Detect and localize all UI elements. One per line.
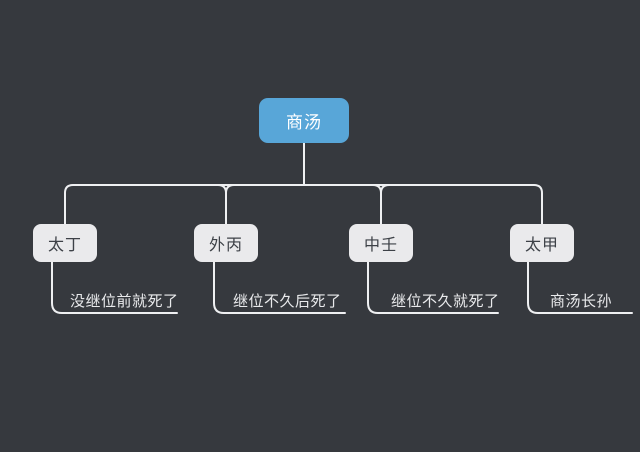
note-label-waibing[interactable]: 继位不久后死了: [233, 293, 342, 310]
note-label-taiding[interactable]: 没继位前就死了: [70, 293, 179, 310]
node-child-taiding[interactable]: 太丁: [33, 224, 97, 262]
connector-drop-child-2: [372, 184, 390, 225]
node-child-taijia[interactable]: 太甲: [510, 224, 574, 262]
note-label-taijia[interactable]: 商汤长孙: [550, 293, 613, 310]
connector-note-3: [527, 261, 633, 314]
connector-note-1: [213, 261, 346, 314]
connector-rail: [64, 184, 543, 225]
node-root-shangtang[interactable]: 商汤: [259, 98, 349, 143]
connector-drop-child-1: [217, 184, 235, 225]
connector-note-0: [51, 261, 178, 314]
node-child-zhongren[interactable]: 中壬: [349, 224, 413, 262]
node-child-waibing[interactable]: 外丙: [194, 224, 258, 262]
connector-note-2: [367, 261, 499, 314]
note-label-zhongren[interactable]: 继位不久就死了: [391, 293, 500, 310]
